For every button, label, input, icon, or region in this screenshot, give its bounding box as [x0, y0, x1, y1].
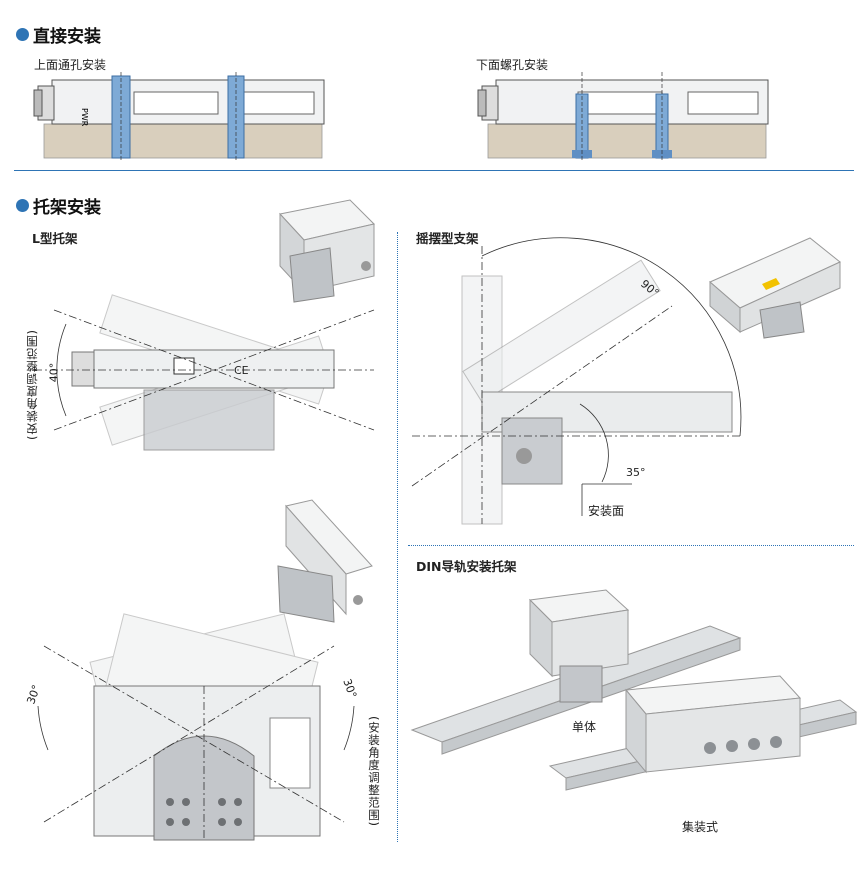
section-title-bracket: 托架安装	[16, 193, 101, 218]
manifold-label: 集装式	[682, 820, 719, 834]
ce-mark-text: CE	[234, 364, 249, 377]
bullet-icon	[16, 199, 29, 212]
swing-bracket-title: 摇摆型支架	[416, 231, 479, 246]
section-title-direct: 直接安装	[16, 22, 101, 47]
single-unit-label: 单体	[572, 720, 597, 734]
l-bracket-title: L型托架	[32, 231, 78, 246]
din-divider	[408, 545, 854, 546]
mounting-surface-label: 安装面	[588, 504, 625, 518]
label-bottom-tapped-hole: 下面螺孔安装	[476, 58, 549, 72]
swing-bracket-angle-diagram	[411, 237, 742, 525]
swing-bracket-product-photo	[709, 237, 841, 339]
din-bracket-title: DIN导轨安装托架	[416, 559, 517, 574]
angle-40-label: 40°	[47, 362, 61, 383]
l-bracket-product-photo	[279, 199, 375, 303]
l-bracket-40-degree-diagram: CE	[34, 294, 375, 451]
din-rail-mount-diagram	[410, 589, 858, 791]
l-bracket-30-degree-diagram	[37, 613, 355, 841]
column-divider	[397, 232, 398, 842]
angle-range-label-left: (安装角度调整范围)	[25, 329, 39, 440]
label-top-through-hole: 上面通孔安装	[34, 58, 107, 72]
device-mark-text: PWR	[80, 108, 89, 127]
bullet-icon	[16, 28, 29, 41]
section-divider	[14, 170, 854, 171]
top-mount-section-diagram: PWR	[33, 72, 325, 162]
l-bracket-product-photo-2	[277, 499, 373, 623]
angle-range-label-right: (安装角度调整范围)	[367, 716, 381, 827]
bottom-mount-section-diagram	[477, 72, 769, 162]
angle-35-label: 35°	[626, 466, 646, 479]
